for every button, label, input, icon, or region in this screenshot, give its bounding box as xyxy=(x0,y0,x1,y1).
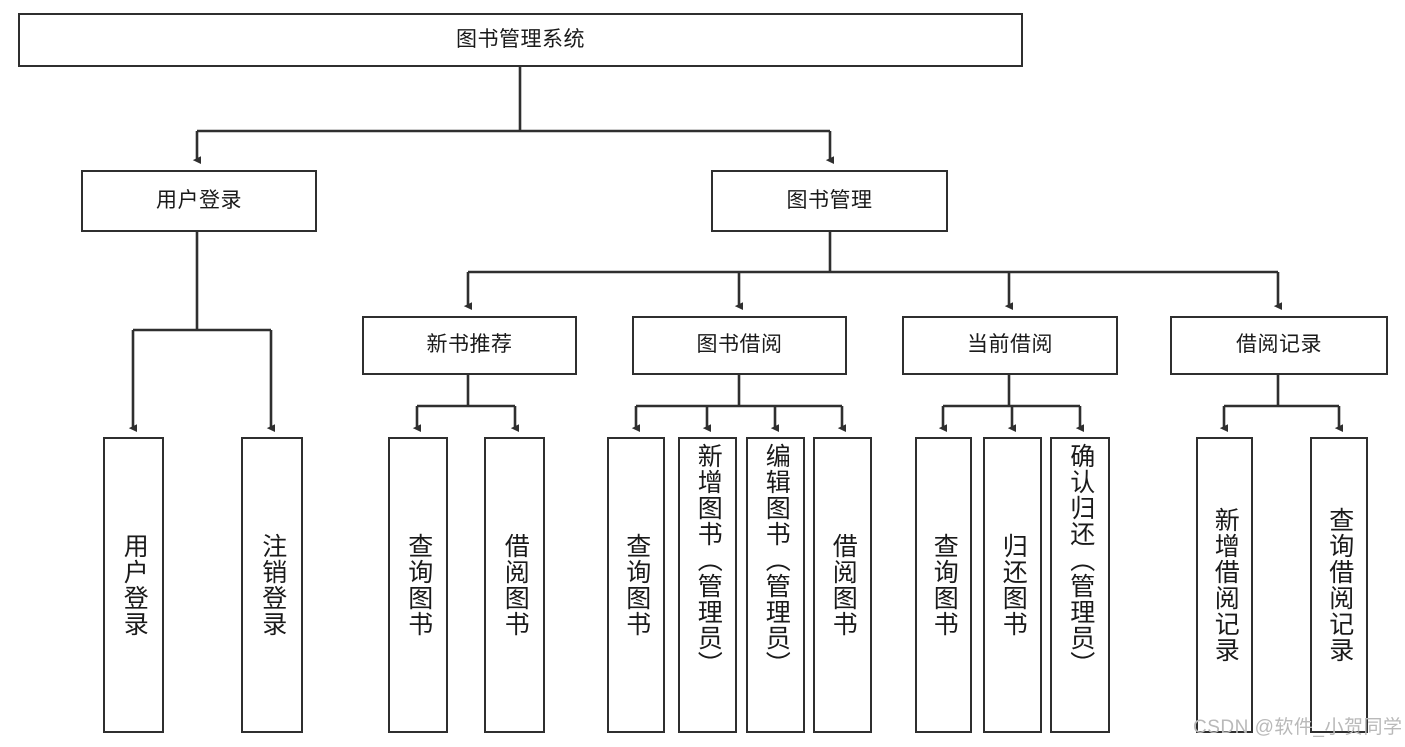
node-book-management-label: 图书管理 xyxy=(786,188,873,212)
node-leaf-query-book-current-label: 查询图书 xyxy=(930,533,959,637)
node-leaf-borrow-book-recommend-label: 借阅图书 xyxy=(501,533,530,637)
node-leaf-query-book-current[interactable]: 查询图书 xyxy=(915,437,972,733)
node-current-borrow-label: 当前借阅 xyxy=(967,333,1053,357)
node-leaf-borrow-book[interactable]: 借阅图书 xyxy=(813,437,872,733)
node-leaf-confirm-return-admin-label: 确认归还（管理员） xyxy=(1066,443,1095,677)
node-book-borrow-label: 图书借阅 xyxy=(696,333,783,357)
node-leaf-logout[interactable]: 注销登录 xyxy=(241,437,303,733)
node-new-book-recommend-label: 新书推荐 xyxy=(426,333,513,357)
node-leaf-add-book-admin[interactable]: 新增图书（管理员） xyxy=(678,437,737,733)
node-user-login-label: 用户登录 xyxy=(156,188,242,212)
csdn-watermark: CSDN @软件_小贺同学 xyxy=(1193,717,1403,738)
node-leaf-borrow-book-label: 借阅图书 xyxy=(829,533,858,637)
node-leaf-edit-book-admin[interactable]: 编辑图书（管理员） xyxy=(746,437,805,733)
node-leaf-confirm-return-admin[interactable]: 确认归还（管理员） xyxy=(1050,437,1110,733)
node-leaf-query-borrow-record[interactable]: 查询借阅记录 xyxy=(1310,437,1368,733)
node-book-borrow[interactable]: 图书借阅 xyxy=(632,316,847,375)
node-leaf-return-book[interactable]: 归还图书 xyxy=(983,437,1042,733)
node-leaf-query-book-borrow[interactable]: 查询图书 xyxy=(607,437,665,733)
node-book-management[interactable]: 图书管理 xyxy=(711,170,948,232)
node-current-borrow[interactable]: 当前借阅 xyxy=(902,316,1118,375)
node-leaf-logout-label: 注销登录 xyxy=(258,533,287,637)
node-borrow-record-label: 借阅记录 xyxy=(1236,333,1322,357)
node-leaf-add-book-admin-label: 新增图书（管理员） xyxy=(694,443,723,677)
node-leaf-borrow-book-recommend[interactable]: 借阅图书 xyxy=(484,437,545,733)
node-leaf-query-book-recommend-label: 查询图书 xyxy=(404,533,433,637)
node-root-book-management-system[interactable]: 图书管理系统 xyxy=(18,13,1023,67)
node-leaf-query-borrow-record-label: 查询借阅记录 xyxy=(1325,507,1354,663)
node-leaf-query-book-recommend[interactable]: 查询图书 xyxy=(388,437,448,733)
node-leaf-add-borrow-record-label: 新增借阅记录 xyxy=(1211,507,1240,663)
node-new-book-recommend[interactable]: 新书推荐 xyxy=(362,316,577,375)
node-leaf-edit-book-admin-label: 编辑图书（管理员） xyxy=(762,443,791,677)
node-leaf-add-borrow-record[interactable]: 新增借阅记录 xyxy=(1196,437,1253,733)
node-leaf-user-login[interactable]: 用户登录 xyxy=(103,437,164,733)
node-leaf-query-book-borrow-label: 查询图书 xyxy=(622,533,651,637)
node-root-label: 图书管理系统 xyxy=(456,27,585,51)
node-leaf-return-book-label: 归还图书 xyxy=(999,533,1028,637)
node-user-login[interactable]: 用户登录 xyxy=(81,170,317,232)
node-leaf-user-login-label: 用户登录 xyxy=(120,533,149,637)
node-borrow-record[interactable]: 借阅记录 xyxy=(1170,316,1388,375)
